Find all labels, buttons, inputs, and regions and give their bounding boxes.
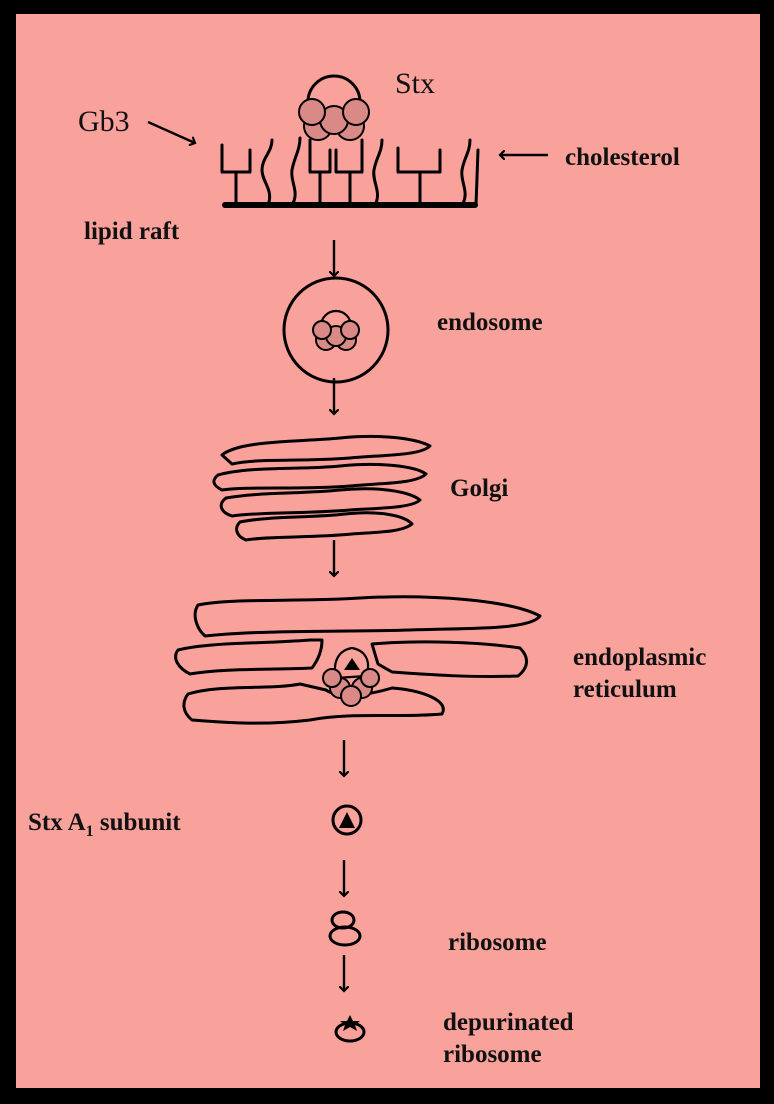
- diagram-background: [16, 14, 760, 1088]
- stx-a1-subscript: 1: [86, 823, 94, 840]
- depurinated-label-line2: ribosome: [443, 1041, 542, 1068]
- stx-a1-suffix: subunit: [94, 809, 182, 836]
- er-label-line2: reticulum: [573, 676, 677, 703]
- golgi-label: Golgi: [450, 475, 508, 502]
- lipid-raft-label: lipid raft: [84, 218, 180, 245]
- ribosome-label: ribosome: [448, 929, 547, 956]
- depurinated-label-line1: depurinated: [443, 1009, 574, 1036]
- stx-label: Stx: [395, 67, 435, 100]
- cholesterol-label: cholesterol: [565, 144, 680, 171]
- stx-a1-prefix: Stx A: [28, 809, 86, 836]
- endosome-label: endosome: [437, 309, 543, 336]
- gb3-label: Gb3: [78, 105, 130, 138]
- stx-a1-subunit-label: Stx A1 subunit: [28, 809, 181, 840]
- er-label-line1: endoplasmic: [573, 644, 706, 671]
